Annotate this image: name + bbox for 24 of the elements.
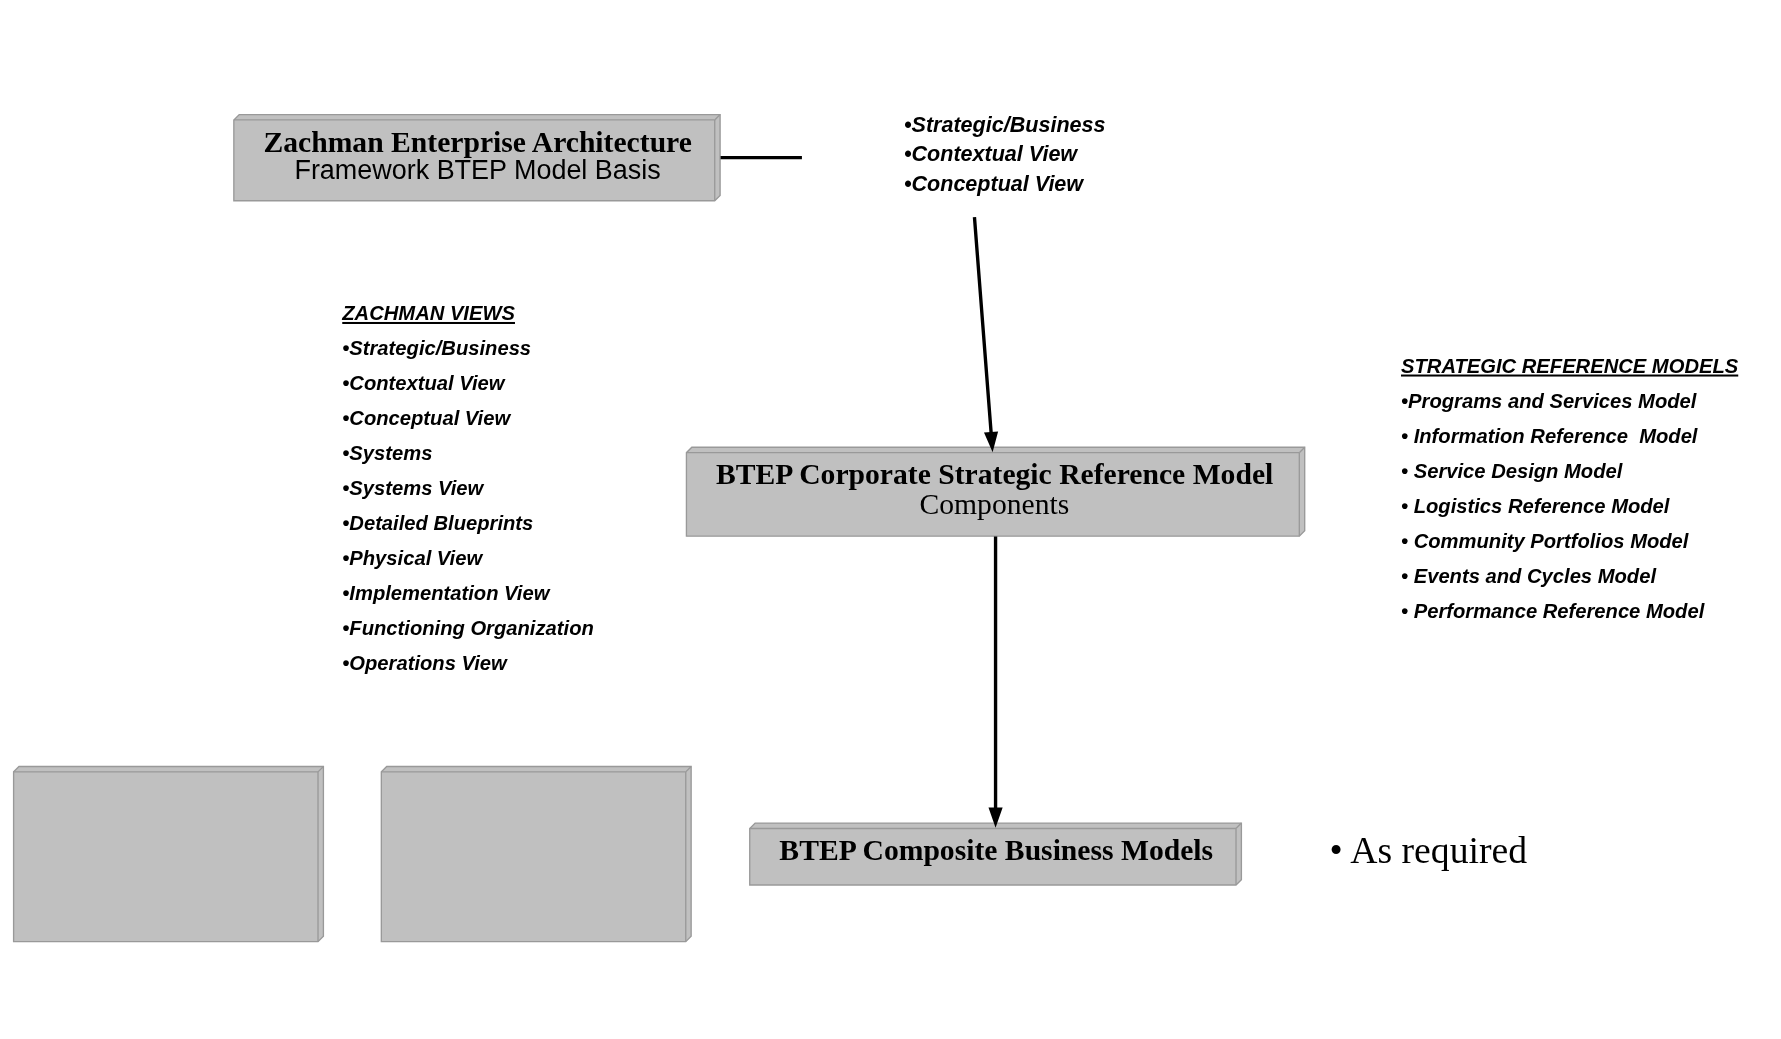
label: • Performance Reference Model	[1401, 599, 1705, 622]
node-text: •Strategic/Business •Contextual View •Conceptual View	[903, 111, 1106, 196]
label: •Detailed Blueprints	[342, 511, 534, 534]
label: •Implementation View	[342, 581, 550, 604]
label: •Programs and Services Model	[1401, 389, 1697, 412]
label: ZACHMAN VIEWS	[342, 301, 515, 324]
label: • Service Design Model	[1401, 459, 1623, 482]
label: • Events and Cycles Model	[1401, 564, 1657, 587]
label: STRATEGIC REFERENCE MODELS	[1401, 354, 1739, 376]
label: • Logistics Reference Model	[1401, 494, 1670, 517]
label: •Contextual View	[342, 371, 505, 394]
arrow	[972, 216, 999, 452]
label: •Strategic/Business	[342, 336, 532, 359]
label: • Community Portfolios Model	[1401, 529, 1689, 552]
label: • Information Reference Model	[1401, 424, 1698, 447]
arrow	[988, 535, 1003, 828]
connector	[720, 155, 802, 159]
label: •Operations View	[342, 651, 507, 674]
label: •Conceptual View	[342, 406, 511, 429]
label: • As required	[1329, 828, 1528, 871]
label: •Functioning Organization	[342, 616, 594, 639]
label: •Systems View	[342, 476, 484, 499]
label: •Physical View	[342, 546, 483, 569]
label: •Systems	[342, 441, 433, 464]
